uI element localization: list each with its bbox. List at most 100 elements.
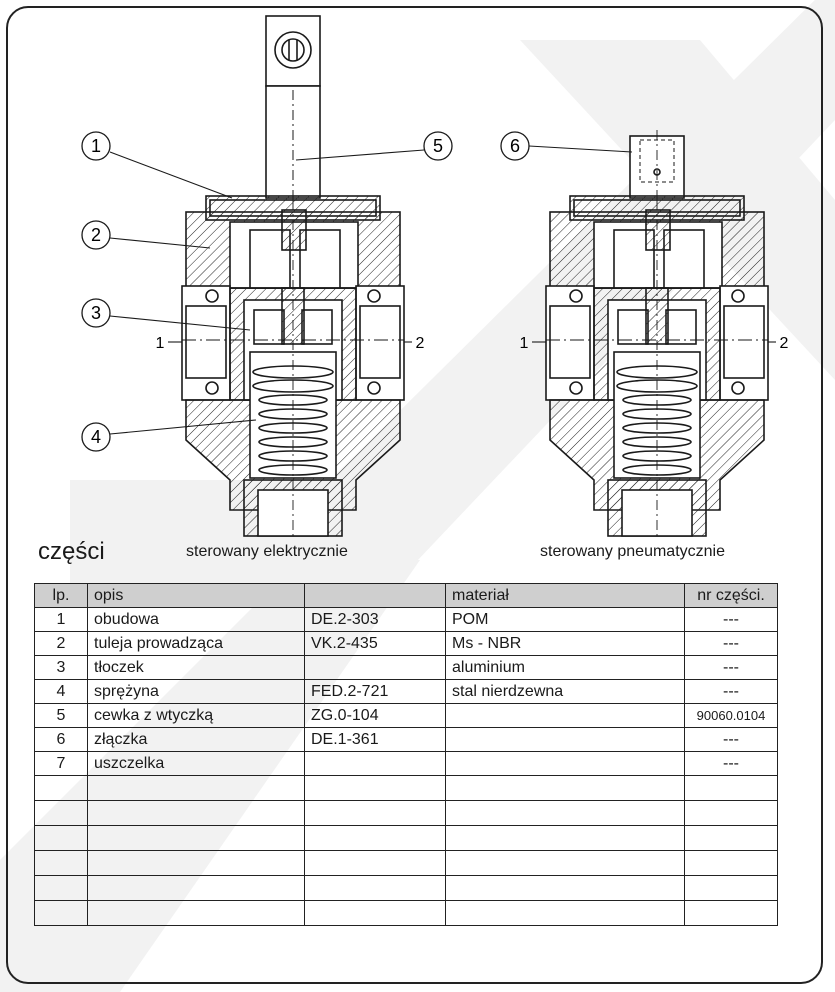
cell-opis: obudowa — [87, 607, 305, 632]
callout-1: 1 — [91, 136, 101, 156]
cell-lp: 7 — [34, 751, 88, 776]
cell-opis: tłoczek — [87, 655, 305, 680]
cell-lp: 5 — [34, 703, 88, 728]
cell-empty — [445, 775, 685, 801]
header-code — [304, 583, 446, 608]
cell-nr: 90060.0104 — [684, 703, 778, 728]
cell-material — [445, 727, 685, 752]
cell-empty — [304, 875, 446, 901]
port-left-in: 1 — [156, 335, 165, 352]
cell-empty — [34, 800, 88, 826]
port-right-in: 1 — [520, 335, 529, 352]
cell-empty — [684, 800, 778, 826]
port-right-out: 2 — [780, 335, 789, 352]
cell-nr: --- — [684, 655, 778, 680]
cell-empty — [304, 850, 446, 876]
cell-opis: sprężyna — [87, 679, 305, 704]
cell-empty — [304, 825, 446, 851]
cell-opis: tuleja prowadząca — [87, 631, 305, 656]
cell-empty — [304, 800, 446, 826]
cell-empty — [34, 850, 88, 876]
cell-empty — [445, 825, 685, 851]
cell-material: stal nierdzewna — [445, 679, 685, 704]
callout-2: 2 — [91, 225, 101, 245]
cell-empty — [34, 900, 88, 926]
table-row-empty — [34, 850, 778, 876]
caption-pneumatic: sterowany pneumatycznie — [540, 543, 725, 560]
cell-empty — [34, 775, 88, 801]
cell-opis: uszczelka — [87, 751, 305, 776]
cell-nr: --- — [684, 751, 778, 776]
table-row-empty — [34, 800, 778, 826]
cell-material: Ms - NBR — [445, 631, 685, 656]
cell-empty — [34, 875, 88, 901]
cell-empty — [684, 875, 778, 901]
header-lp: lp. — [34, 583, 88, 608]
cell-nr: --- — [684, 679, 778, 704]
cell-empty — [684, 850, 778, 876]
cell-nr: --- — [684, 727, 778, 752]
cell-empty — [445, 850, 685, 876]
cell-opis: cewka z wtyczką — [87, 703, 305, 728]
table-header-row: lp. opis materiał nr części. — [34, 583, 778, 608]
valve-pneumatic-drawing — [545, 130, 769, 540]
callout-5: 5 — [433, 136, 443, 156]
cell-lp: 6 — [34, 727, 88, 752]
cell-code: FED.2-721 — [304, 679, 446, 704]
cell-empty — [684, 825, 778, 851]
coil-icon — [265, 85, 321, 199]
cell-empty — [445, 875, 685, 901]
cell-empty — [445, 900, 685, 926]
cell-lp: 3 — [34, 655, 88, 680]
cell-material: POM — [445, 607, 685, 632]
cell-code: ZG.0-104 — [304, 703, 446, 728]
cell-material — [445, 751, 685, 776]
cell-lp: 1 — [34, 607, 88, 632]
cell-empty — [304, 900, 446, 926]
cell-empty — [87, 825, 305, 851]
header-material: materiał — [445, 583, 685, 608]
cell-empty — [684, 775, 778, 801]
callout-6: 6 — [510, 136, 520, 156]
cell-lp: 2 — [34, 631, 88, 656]
cell-material: aluminium — [445, 655, 685, 680]
table-row-empty — [34, 825, 778, 851]
table-row-empty — [34, 900, 778, 926]
cell-code — [304, 655, 446, 680]
table-row-empty — [34, 875, 778, 901]
cell-code — [304, 751, 446, 776]
table-row-empty — [34, 775, 778, 801]
cell-nr: --- — [684, 607, 778, 632]
parts-title: części — [38, 538, 105, 565]
drawing-frame — [6, 6, 823, 984]
cell-empty — [87, 775, 305, 801]
header-opis: opis — [87, 583, 305, 608]
cell-lp: 4 — [34, 679, 88, 704]
cell-nr: --- — [684, 631, 778, 656]
cell-empty — [304, 775, 446, 801]
cell-empty — [684, 900, 778, 926]
header-nr: nr części. — [684, 583, 778, 608]
cell-empty — [87, 850, 305, 876]
caption-electric: sterowany elektrycznie — [186, 543, 348, 560]
cell-empty — [87, 800, 305, 826]
port-left-out: 2 — [416, 335, 425, 352]
cell-code: VK.2-435 — [304, 631, 446, 656]
cell-empty — [445, 800, 685, 826]
valve-electric-drawing — [181, 15, 405, 540]
cell-empty — [34, 825, 88, 851]
cell-material — [445, 703, 685, 728]
cell-empty — [87, 900, 305, 926]
callout-4: 4 — [91, 427, 101, 447]
cell-empty — [87, 875, 305, 901]
cell-opis: złączka — [87, 727, 305, 752]
